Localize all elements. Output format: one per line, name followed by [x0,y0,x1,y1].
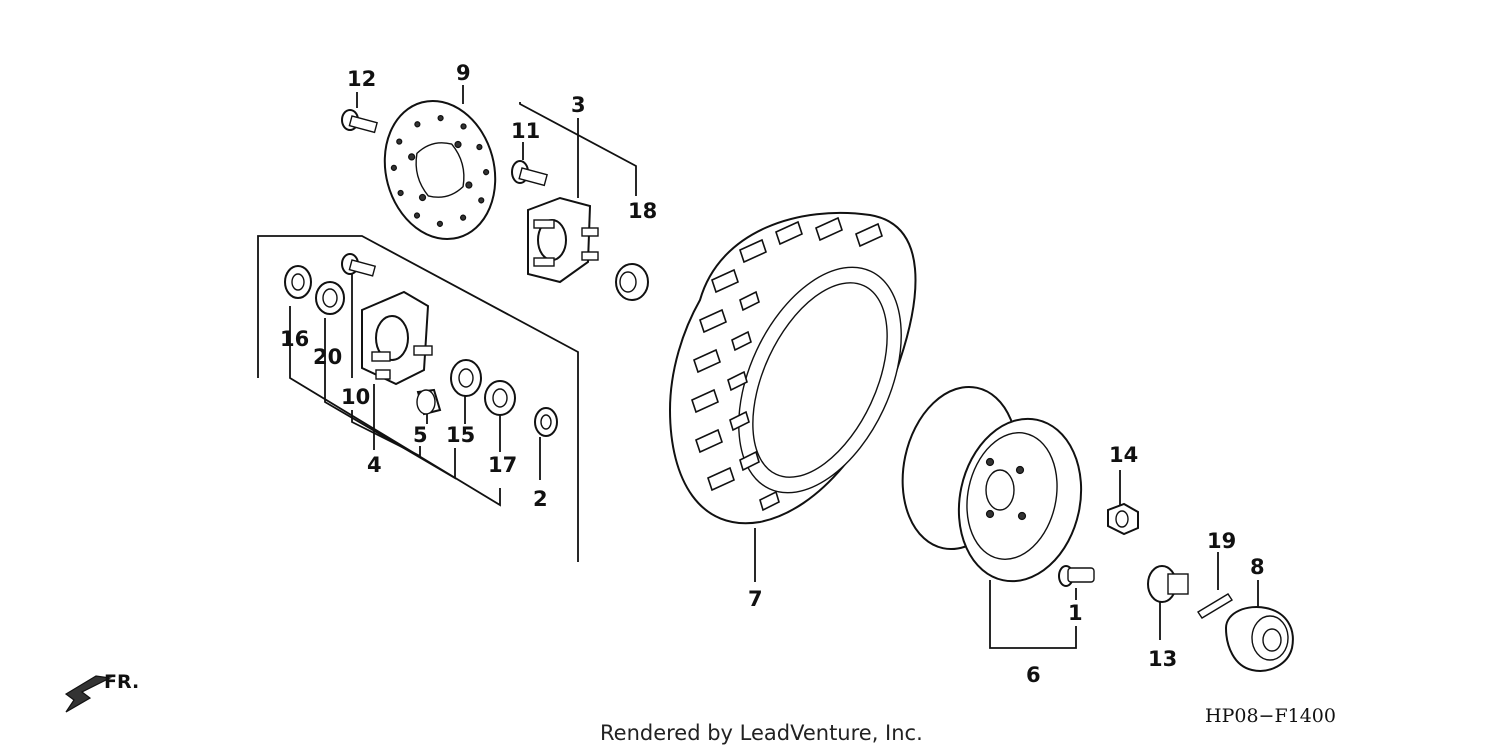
callout-17: 17 [488,453,517,477]
bolt-11-part [511,160,548,187]
callout-2: 2 [533,487,548,511]
bearing-15-part [450,359,482,397]
callout-20: 20 [313,345,342,369]
callout-14: 14 [1109,443,1138,467]
collar-2-part [534,407,558,437]
bracket-lines [257,85,1259,649]
cotter-pin-19-part [1197,593,1233,619]
callout-8: 8 [1250,555,1265,579]
callout-10: 10 [341,385,370,409]
collar-5-part [416,388,442,416]
callout-13: 13 [1148,647,1177,671]
rim-part [901,385,1083,583]
nut-13-part [1147,565,1189,603]
diagram-code: HP08−F1400 [1205,705,1336,727]
callout-16: 16 [280,327,309,351]
callout-4: 4 [367,453,382,477]
callout-5: 5 [413,423,428,447]
bearing-17-part [484,380,516,416]
hub-4-part [361,290,433,386]
callout-12: 12 [347,67,376,91]
callout-6: 6 [1026,663,1041,687]
callout-1: 1 [1068,601,1083,625]
footer-credit: Rendered by LeadVenture, Inc. [600,721,923,745]
direction-marker-label: FR. [104,671,139,693]
callout-3: 3 [571,93,586,117]
bearing-16-part [284,265,312,299]
valve-1-part [1058,565,1095,587]
callout-15: 15 [446,423,475,447]
callout-labels: 12 9 11 3 18 16 20 10 4 5 15 17 2 7 14 1… [280,61,1265,687]
hub-cap-8-part [1224,606,1294,672]
callout-7: 7 [748,587,763,611]
front-direction-arrow-icon: FR. [64,671,139,713]
bearing-18-part [615,263,649,301]
nut-14-part [1107,502,1139,536]
brake-disc-part [383,99,497,241]
hub-3-part [527,196,599,284]
tire-part [668,211,917,525]
callout-9: 9 [456,61,471,85]
callout-18: 18 [628,199,657,223]
bolt-10-part [341,253,377,277]
callout-19: 19 [1207,529,1236,553]
callout-11: 11 [511,119,540,143]
bolt-12-part [341,109,378,134]
bearing-20-part [315,281,345,315]
